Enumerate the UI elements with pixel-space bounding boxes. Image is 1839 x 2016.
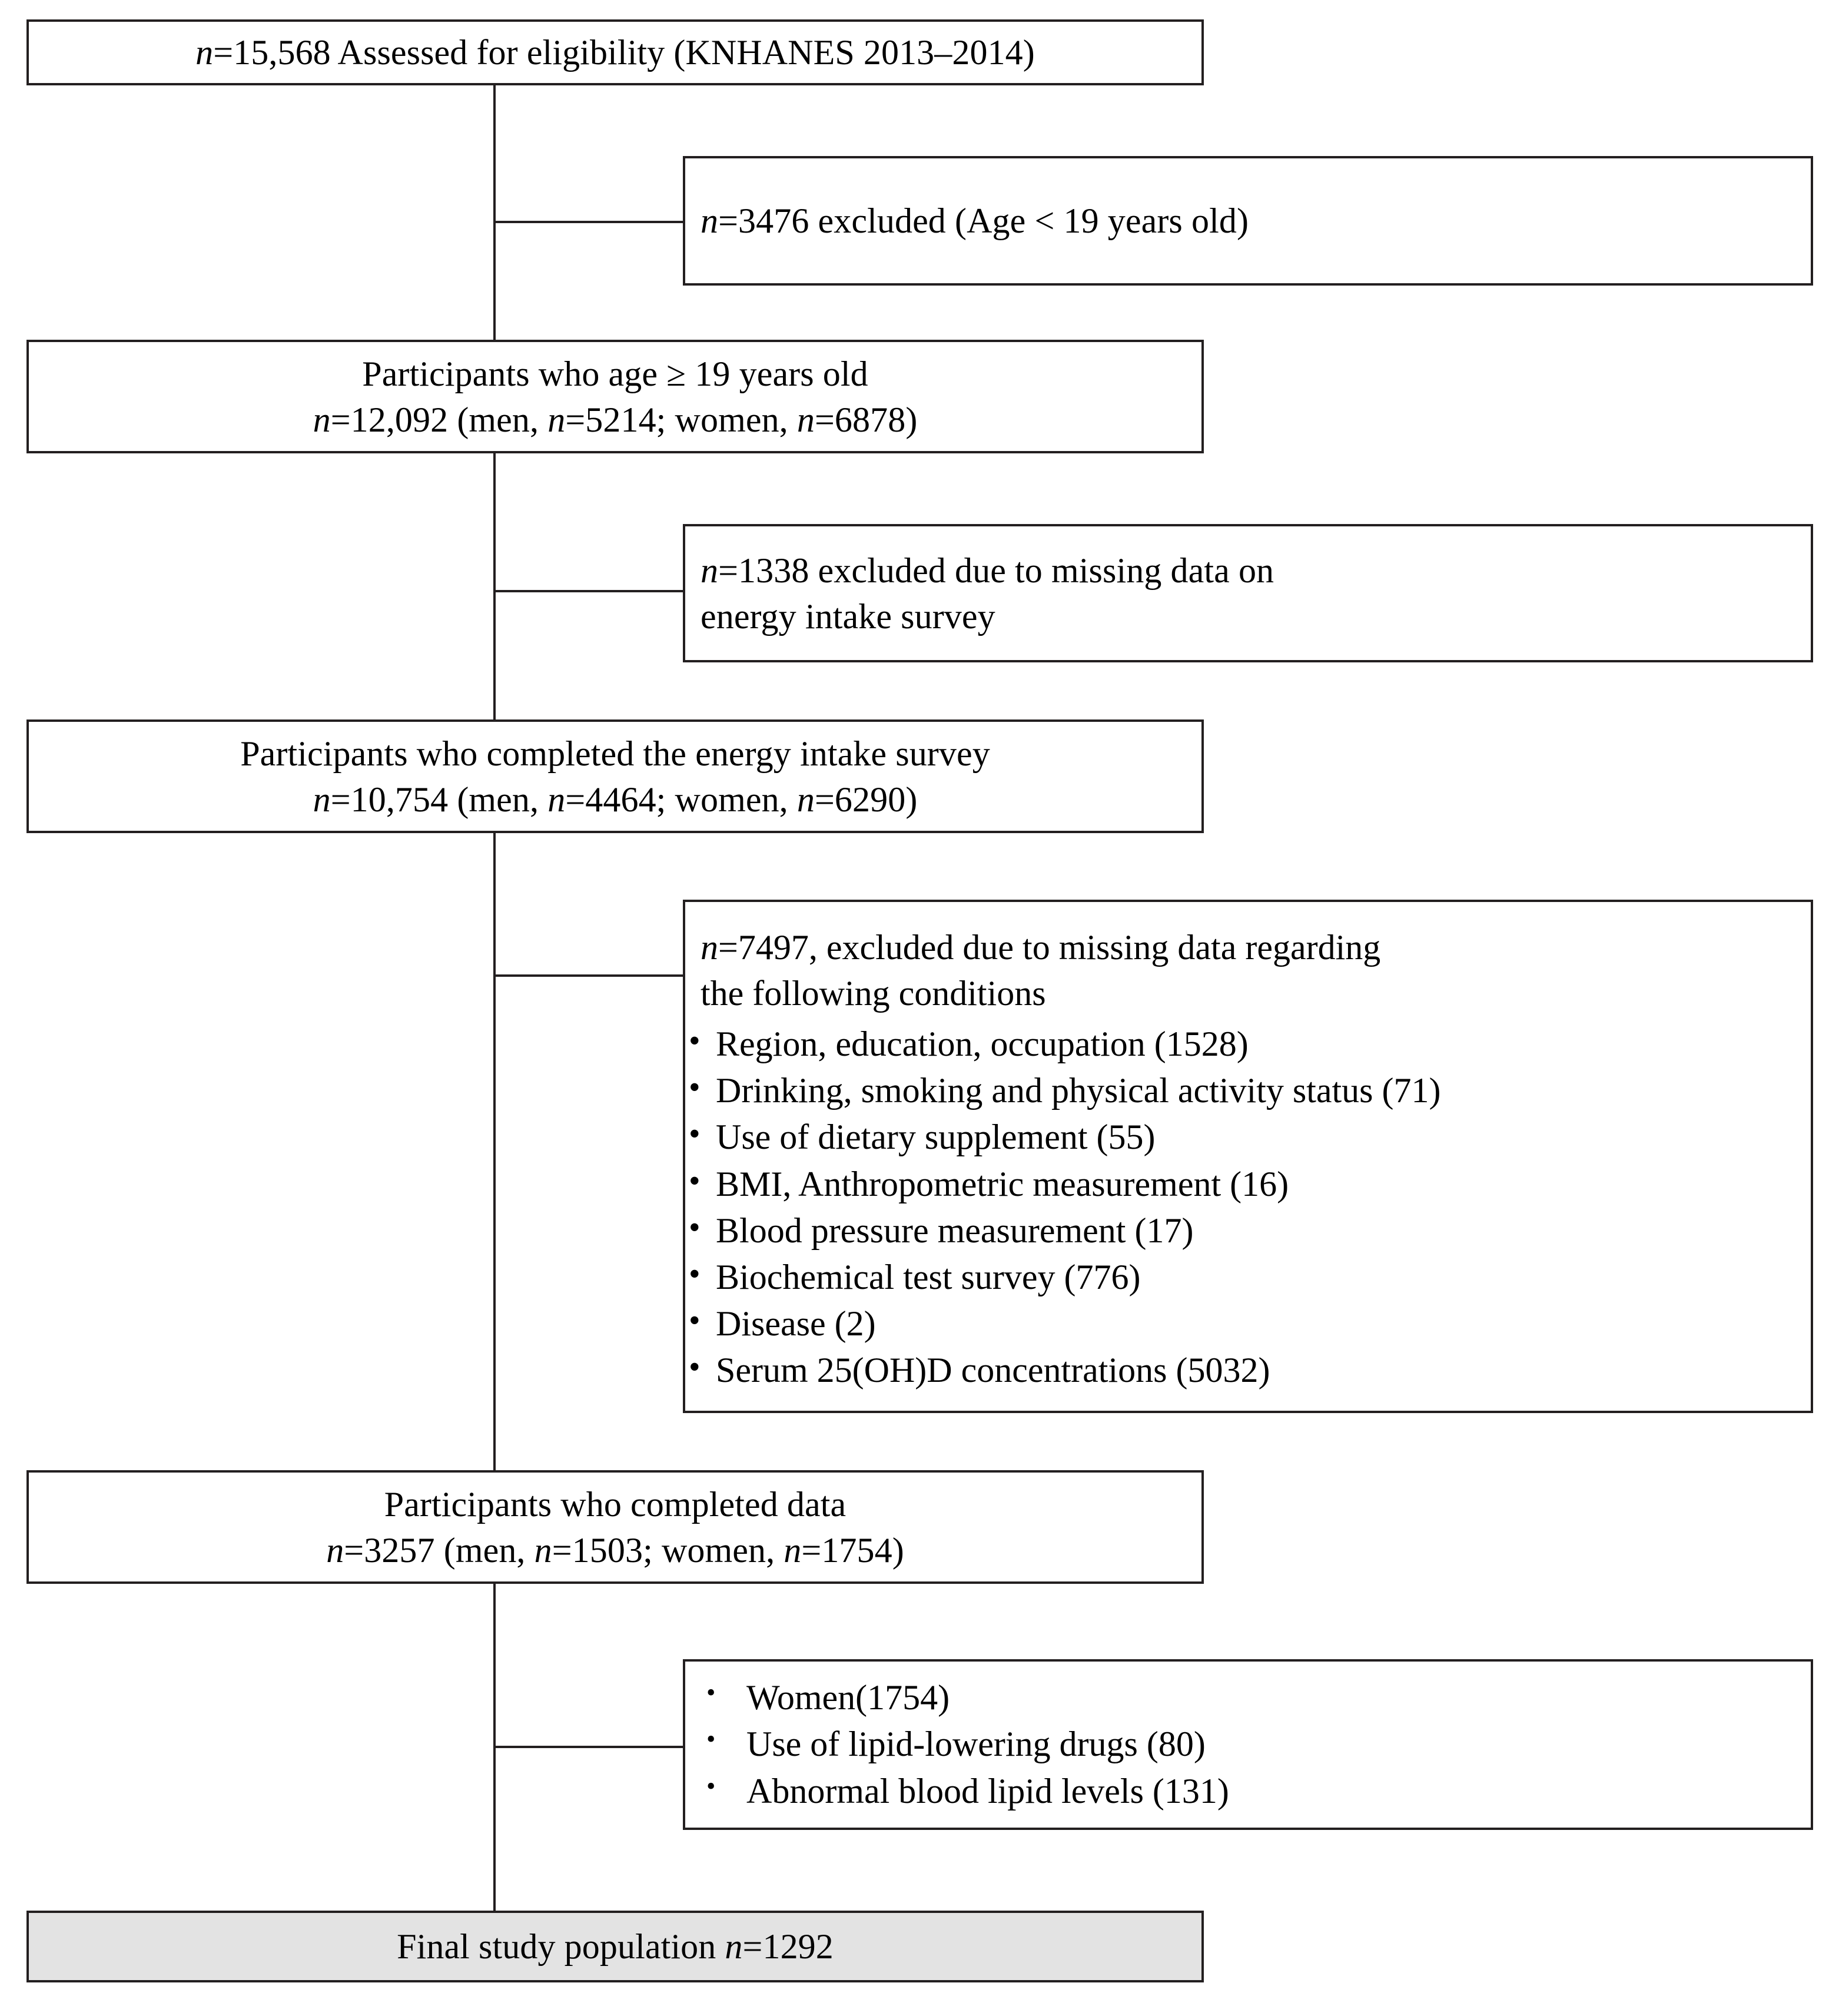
energy-done-n2: n bbox=[547, 780, 566, 819]
completed-data-n3: n bbox=[784, 1530, 802, 1570]
node-excluded-energy-intake[interactable]: n=1338 excluded due to missing data on e… bbox=[683, 524, 1813, 662]
age19-line1: Participants who age ≥ 19 years old bbox=[362, 354, 868, 393]
completed-data-total: =3257 (men, bbox=[344, 1530, 535, 1570]
list-item: BMI, Anthropometric measurement (16) bbox=[685, 1160, 1811, 1208]
completed-data-n2: n bbox=[534, 1530, 552, 1570]
node-excluded-final[interactable]: Women(1754) Use of lipid-lowering drugs … bbox=[683, 1659, 1813, 1830]
excluded-energy-n-symbol: n bbox=[701, 551, 719, 590]
excluded-conditions-n-symbol: n bbox=[701, 928, 718, 967]
energy-done-line2: n=10,754 (men, n=4464; women, n=6290) bbox=[29, 777, 1201, 823]
excluded-age-text: =3476 excluded (Age < 19 years old) bbox=[718, 201, 1249, 240]
final-population-n-symbol: n bbox=[725, 1927, 743, 1966]
age19-n2: n bbox=[547, 400, 566, 439]
list-item: Use of lipid-lowering drugs (80) bbox=[685, 1721, 1811, 1768]
excluded-age-label: n=3476 excluded (Age < 19 years old) bbox=[685, 198, 1811, 244]
excluded-conditions-head-line1: n=7497, excluded due to missing data reg… bbox=[685, 924, 1811, 970]
energy-done-women: =6290) bbox=[814, 780, 918, 819]
age19-total: =12,092 (men, bbox=[330, 400, 548, 439]
excluded-final-list: Women(1754) Use of lipid-lowering drugs … bbox=[685, 1675, 1811, 1815]
energy-done-line1: Participants who completed the energy in… bbox=[240, 734, 990, 773]
list-item: Women(1754) bbox=[685, 1675, 1811, 1721]
node-excluded-conditions[interactable]: n=7497, excluded due to missing data reg… bbox=[683, 900, 1813, 1413]
list-item: Biochemical test survey (776) bbox=[685, 1253, 1811, 1301]
node-participants-age19[interactable]: Participants who age ≥ 19 years old n=12… bbox=[26, 340, 1204, 453]
completed-data-women: =1754) bbox=[801, 1530, 904, 1570]
completed-data-line1: Participants who completed data bbox=[384, 1484, 847, 1524]
connector-branch-2 bbox=[493, 590, 685, 592]
list-item: Blood pressure measurement (17) bbox=[685, 1206, 1811, 1254]
node-participants-completed-data[interactable]: Participants who completed data n=3257 (… bbox=[26, 1470, 1204, 1584]
node-assessed-for-eligibility[interactable]: n=15,568 Assessed for eligibility (KNHAN… bbox=[26, 19, 1204, 85]
list-item: Abnormal blood lipid levels (131) bbox=[685, 1768, 1811, 1815]
list-item: Use of dietary supplement (55) bbox=[685, 1113, 1811, 1160]
list-item: Disease (2) bbox=[685, 1299, 1811, 1347]
connector-branch-3 bbox=[493, 974, 685, 977]
age19-men: =5214; women, bbox=[565, 400, 797, 439]
excluded-conditions-head-text: =7497, excluded due to missing data rega… bbox=[718, 928, 1381, 967]
excluded-energy-line2: energy intake survey bbox=[701, 596, 995, 636]
age19-n1: n bbox=[313, 400, 331, 439]
list-item: Region, education, occupation (1528) bbox=[685, 1020, 1811, 1067]
node-final-study-population[interactable]: Final study population n=1292 bbox=[26, 1911, 1204, 1982]
energy-done-men: =4464; women, bbox=[565, 780, 797, 819]
age19-line2: n=12,092 (men, n=5214; women, n=6878) bbox=[29, 397, 1201, 443]
age19-women: =6878) bbox=[814, 400, 918, 439]
final-population-label: Final study population n=1292 bbox=[29, 1924, 1201, 1969]
final-population-text: Final study population bbox=[397, 1927, 725, 1966]
excluded-conditions-list: Region, education, occupation (1528) Dri… bbox=[685, 1020, 1811, 1394]
excluded-energy-line1: n=1338 excluded due to missing data on bbox=[685, 548, 1811, 593]
final-population-value: =1292 bbox=[742, 1927, 834, 1966]
completed-data-line2: n=3257 (men, n=1503; women, n=1754) bbox=[29, 1527, 1201, 1573]
assessed-text: =15,568 Assessed for eligibility (KNHANE… bbox=[213, 33, 1035, 72]
completed-data-men: =1503; women, bbox=[552, 1530, 784, 1570]
list-item: Serum 25(OH)D concentrations (5032) bbox=[685, 1346, 1811, 1394]
completed-data-n1: n bbox=[326, 1530, 344, 1570]
excluded-age-n-symbol: n bbox=[701, 201, 719, 240]
age19-n3: n bbox=[796, 400, 815, 439]
connector-branch-1 bbox=[493, 221, 685, 223]
assessed-n-symbol: n bbox=[195, 33, 214, 72]
list-item: Drinking, smoking and physical activity … bbox=[685, 1066, 1811, 1114]
excluded-conditions-head-line2: the following conditions bbox=[701, 974, 1046, 1013]
connector-trunk-3 bbox=[493, 453, 496, 724]
energy-done-n1: n bbox=[313, 780, 331, 819]
connector-branch-4 bbox=[493, 1746, 685, 1748]
excluded-energy-text1: =1338 excluded due to missing data on bbox=[718, 551, 1274, 590]
assessed-label: n=15,568 Assessed for eligibility (KNHAN… bbox=[29, 29, 1201, 75]
connector-trunk-4 bbox=[493, 833, 496, 1472]
node-participants-energy-survey[interactable]: Participants who completed the energy in… bbox=[26, 719, 1204, 833]
energy-done-n3: n bbox=[796, 780, 815, 819]
energy-done-total: =10,754 (men, bbox=[330, 780, 548, 819]
node-excluded-age[interactable]: n=3476 excluded (Age < 19 years old) bbox=[683, 156, 1813, 286]
